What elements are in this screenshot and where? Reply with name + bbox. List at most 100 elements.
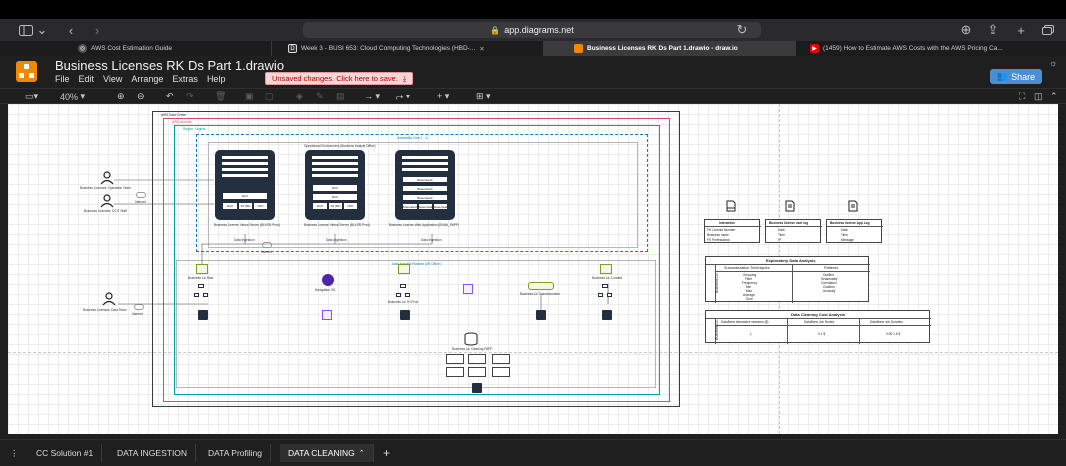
youtube-icon: ▶: [810, 44, 819, 53]
new-tab-icon[interactable]: +: [1017, 22, 1025, 38]
entity-table-app-log[interactable]: Business license App Log Date Time Messa…: [826, 219, 883, 243]
browser-tab-youtube[interactable]: ▶ (1459) How to Estimate AWS Costs with …: [796, 41, 1066, 56]
zoom-out-icon[interactable]: ⊖: [137, 91, 145, 101]
eda-table[interactable]: Exploratory Data Analysis Business Lic S…: [705, 256, 870, 303]
connector-lines: [114, 179, 609, 314]
network-icon[interactable]: [396, 284, 410, 298]
athena-icon[interactable]: [602, 310, 612, 320]
browser-tab-aws-guide[interactable]: ◎ AWS Cost Estimation Guide: [0, 41, 272, 56]
menu-arrange[interactable]: Arrange: [131, 74, 164, 84]
drawio-favicon-icon: [574, 44, 583, 53]
drawio-app: Business Licenses RK Ds Part 1.drawio Fi…: [0, 56, 1066, 466]
collapse-icon[interactable]: ⌃: [1050, 91, 1058, 101]
chevron-down-icon[interactable]: ⌄: [36, 22, 48, 37]
athena-icon[interactable]: [198, 310, 208, 320]
reload-icon[interactable]: ↻: [736, 22, 748, 37]
connection-icon[interactable]: → ▾: [364, 91, 381, 101]
person-icon: [100, 194, 114, 208]
fill-color-icon[interactable]: ◈: [296, 91, 303, 101]
browser-tabs: ◎ AWS Cost Estimation Guide D Week 3 - B…: [0, 41, 1066, 56]
ec2-server-1[interactable]: EC2 EC2 S3 (Bk) NFC: [215, 150, 275, 220]
operational-env-frame[interactable]: Operational Environment (Business Analys…: [208, 142, 638, 248]
entity-table-user-log[interactable]: Business license user log Date Time IP: [765, 219, 822, 243]
data-analysis-platform-frame[interactable]: Data Analysis Platform (SR Office): [176, 260, 656, 388]
back-icon[interactable]: ‹: [68, 22, 74, 38]
sidebar-icon[interactable]: [18, 22, 34, 38]
diagram-canvas[interactable]: AWS Data Center AWS Account Region: Virg…: [8, 104, 1058, 434]
network-icon[interactable]: [194, 284, 208, 298]
aws-account-frame[interactable]: AWS Account: [163, 118, 670, 402]
page-tab-data-cleaning[interactable]: DATA CLEANING ⌃: [280, 444, 374, 462]
unsaved-changes-button[interactable]: Unsaved changes. Click here to save. ⤓: [265, 72, 414, 85]
page-tab-data-ingestion[interactable]: DATA INGESTION: [109, 444, 197, 462]
chevron-up-icon[interactable]: ⌃: [358, 450, 365, 457]
download-icon[interactable]: ⊕: [960, 22, 972, 37]
menu-help[interactable]: Help: [206, 74, 226, 84]
drawio-logo-icon: [16, 61, 37, 82]
internet-cloud-icon: [262, 242, 272, 248]
web-app-server[interactable]: Bssemiweb Bssemiweb Bssemiweb Bssemiweb …: [395, 150, 455, 220]
schema-mini-tables[interactable]: [446, 354, 511, 378]
databrew-icon[interactable]: [463, 284, 473, 294]
s3-bucket-icon[interactable]: [600, 264, 612, 274]
waypoints-icon[interactable]: ⮣ ▾: [396, 91, 411, 101]
database-icon[interactable]: [464, 332, 478, 346]
shadow-icon[interactable]: ▤: [336, 91, 345, 101]
s3-bucket-icon[interactable]: [196, 264, 208, 274]
zoom-in-icon[interactable]: ⊕: [117, 91, 125, 101]
table-icon[interactable]: ⊞ ▾: [476, 91, 491, 101]
data-ingestion-label: Data Ingestion: [326, 238, 347, 242]
forward-icon[interactable]: ›: [94, 22, 100, 38]
network-icon[interactable]: [598, 284, 612, 298]
to-back-icon[interactable]: ▢: [265, 91, 274, 101]
undo-icon[interactable]: ↶: [166, 91, 174, 101]
lambda-icon[interactable]: [472, 383, 482, 393]
address-bar[interactable]: 🔒 app.diagrams.net: [303, 22, 761, 38]
entity-table-interactive[interactable]: Interactive PK License Number Business n…: [704, 219, 761, 243]
fullscreen-icon[interactable]: ⛶: [1019, 91, 1026, 101]
availability-zone-frame[interactable]: Availability Zone 1 - a: [196, 134, 648, 252]
lambda-icon[interactable]: [536, 310, 546, 320]
ec2-server-2[interactable]: EC2 EC2 EC2 S3 (Bk) NFC: [305, 150, 365, 220]
theme-icon[interactable]: ☼: [1049, 58, 1058, 68]
share-icon[interactable]: ⇪: [987, 22, 999, 37]
aws-cloud-frame[interactable]: AWS Data Center: [152, 111, 680, 407]
add-page-icon[interactable]: +: [383, 446, 391, 460]
browser-tab-drawio[interactable]: Business Licenses RK Ds Part 1.drawio - …: [544, 41, 796, 56]
menu-extras[interactable]: Extras: [172, 74, 198, 84]
server-1-caption: Business License Virtual Server (BLVSR-P…: [214, 223, 280, 227]
transform-icon[interactable]: [528, 282, 554, 290]
browser-tab-week3[interactable]: D Week 3 - BUSI 653: Cloud Computing Tec…: [272, 41, 544, 56]
page-break-line: [8, 352, 1058, 353]
glue-icon[interactable]: [322, 274, 334, 286]
browser-toolbar: ⌄ ‹ › 🔒 app.diagrams.net ↻ ⊕ ⇪ +: [0, 19, 1066, 41]
databrew-icon[interactable]: [322, 310, 332, 320]
region-frame[interactable]: Region: Virginia: [174, 125, 660, 395]
user-operation-team: Business Licenses: Operation Team: [80, 186, 131, 190]
page-tab-data-profiling[interactable]: DATA Profiling: [200, 444, 272, 462]
athena-icon[interactable]: [400, 310, 410, 320]
menu-view[interactable]: View: [103, 74, 123, 84]
document-title[interactable]: Business Licenses RK Ds Part 1.drawio: [55, 58, 285, 73]
delete-icon[interactable]: 🗑: [215, 91, 227, 101]
panel-toggle-icon[interactable]: ◫: [1034, 91, 1043, 101]
user-dcit-staff: Business Licenses: DCIT Staff: [84, 209, 127, 213]
insert-icon[interactable]: + ▾: [437, 91, 450, 101]
close-tab-icon[interactable]: ✕: [479, 45, 485, 53]
to-front-icon[interactable]: ▣: [245, 91, 254, 101]
page-menu-icon[interactable]: ⋮: [10, 447, 19, 458]
tab-overview-icon[interactable]: [1040, 22, 1056, 38]
s3-bucket-icon[interactable]: [398, 264, 410, 274]
redo-icon[interactable]: ↷: [186, 91, 194, 101]
menu-file[interactable]: File: [55, 74, 70, 84]
web-app-caption: Business License Web Application (BLWA_P…: [389, 223, 460, 227]
zoom-select[interactable]: 40% ▾: [60, 91, 86, 102]
drawio-toolbar: ▭▾ 40% ▾ ⊕ ⊖ ↶ ↷ 🗑 ▣ ▢ ◈ ✎ ▤ → ▾ ⮣ ▾ + ▾…: [0, 88, 1066, 104]
share-button[interactable]: 👥 Share: [990, 69, 1042, 84]
menu-edit[interactable]: Edit: [78, 74, 95, 84]
cost-analysis-table[interactable]: Data Cleaning Cost Analysis Business Lic…: [705, 310, 931, 344]
page-tab-cc-solution[interactable]: CC Solution #1: [28, 444, 103, 462]
format-panel-icon[interactable]: ▭▾: [25, 91, 39, 101]
line-color-icon[interactable]: ✎: [316, 91, 324, 101]
d2l-icon: D: [288, 44, 297, 53]
